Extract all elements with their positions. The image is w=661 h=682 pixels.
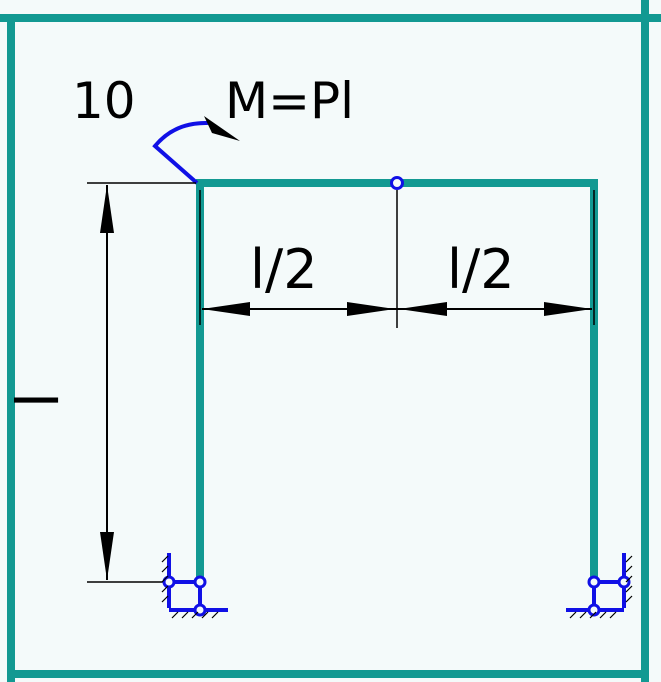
vertical-dimension [87, 182, 196, 583]
dimension-label-left: l/2 [250, 238, 318, 301]
arrow-head [544, 302, 592, 316]
moment-arrow [152, 116, 240, 185]
left-support [161, 553, 228, 619]
problem-number: 10 [72, 72, 136, 130]
dimension-label-right: l/2 [447, 238, 515, 301]
arrow-head [202, 302, 250, 316]
arrow-head [399, 302, 447, 316]
arrow-head [100, 185, 114, 233]
dimension-label-height: l [4, 392, 72, 408]
arrow-head [100, 532, 114, 580]
arrow-head [347, 302, 395, 316]
right-support [566, 553, 633, 619]
middle-hinge [390, 176, 404, 190]
moment-label: M=Pl [225, 72, 354, 130]
horizontal-dimension [199, 190, 595, 328]
